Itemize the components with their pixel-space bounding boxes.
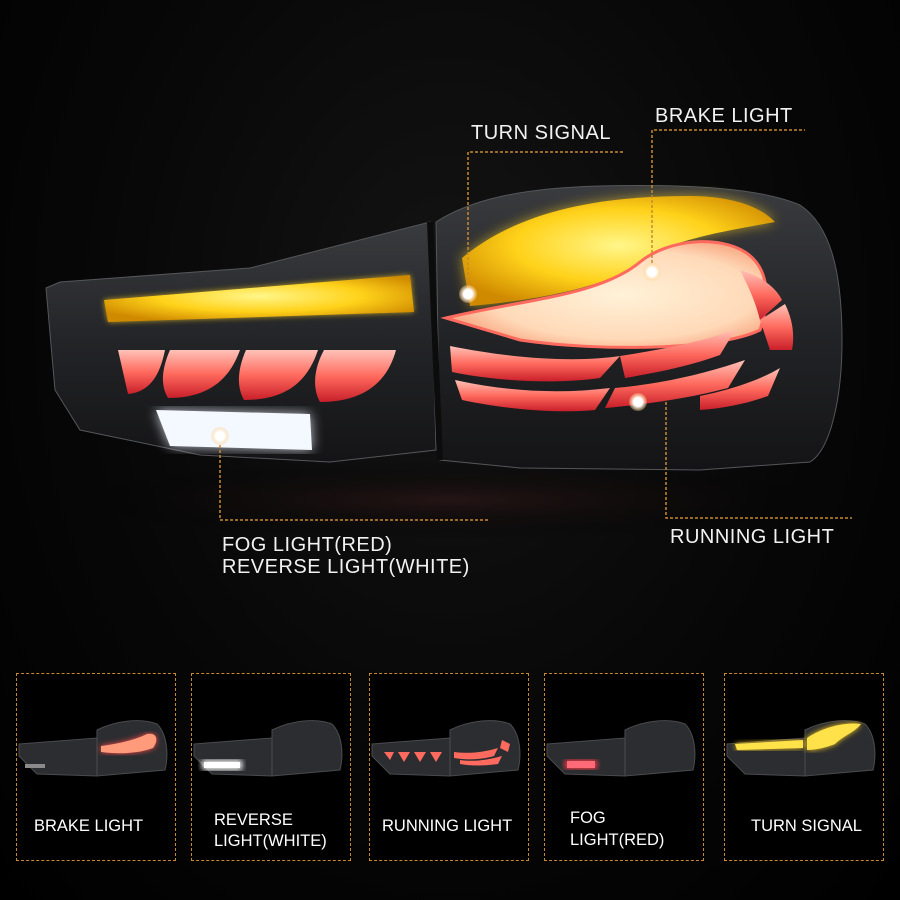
thumbnail-running-light-label: RUNNING LIGHT [382,817,513,835]
thumbnail-fog-light: FOG LIGHT(RED) [544,673,704,861]
turn-signal-marker-icon [459,285,477,303]
reverse-light-thumbnail-image [193,720,343,777]
fog-light-leader-line [219,445,488,521]
turn-signal-leader-line [467,151,625,285]
thumbnail-turn-signal-label: TURN SIGNAL [751,817,862,835]
running-light-marker-icon [629,393,647,411]
thumbnail-brake-light-label: BRAKE LIGHT [34,817,144,835]
thumbnail-brake-light: BRAKE LIGHT [16,673,176,861]
brake-light-thumbnail-image [18,720,168,777]
thumbnail-turn-signal: TURN SIGNAL [724,673,884,861]
running-light-leader-line [665,402,852,519]
fog-light-thumbnail-image [546,720,696,777]
callout-turn-signal: TURN SIGNAL [471,122,611,144]
turn-signal-thumbnail-image [726,720,876,777]
brake-light-marker-icon [643,263,661,281]
thumbnail-reverse-light-label-line1: REVERSE [214,811,293,829]
thumbnail-reverse-light: REVERSE LIGHT(WHITE) [191,673,351,861]
thumbnail-fog-light-label-line1: FOG [570,809,606,827]
callout-brake-light: BRAKE LIGHT [655,105,793,127]
callout-reverse-light: REVERSE LIGHT(WHITE) [222,556,470,578]
thumbnail-reverse-light-label-line2: LIGHT(WHITE) [214,832,327,850]
taillight-illustration [45,129,852,540]
thumbnail-fog-light-label-line2: LIGHT(RED) [570,831,665,849]
running-light-thumbnail-image [371,720,521,777]
callout-running-light: RUNNING LIGHT [670,526,835,548]
brake-light-leader-line [651,129,805,263]
thumbnail-running-light: RUNNING LIGHT [369,673,529,861]
left-running-scales [118,350,396,402]
callout-fog-light: FOG LIGHT(RED) [222,534,393,556]
fog-light-marker-icon [211,427,229,445]
hero-taillight-image: TURN SIGNAL BRAKE LIGHT FOG LIGHT(RED) R… [45,105,852,578]
